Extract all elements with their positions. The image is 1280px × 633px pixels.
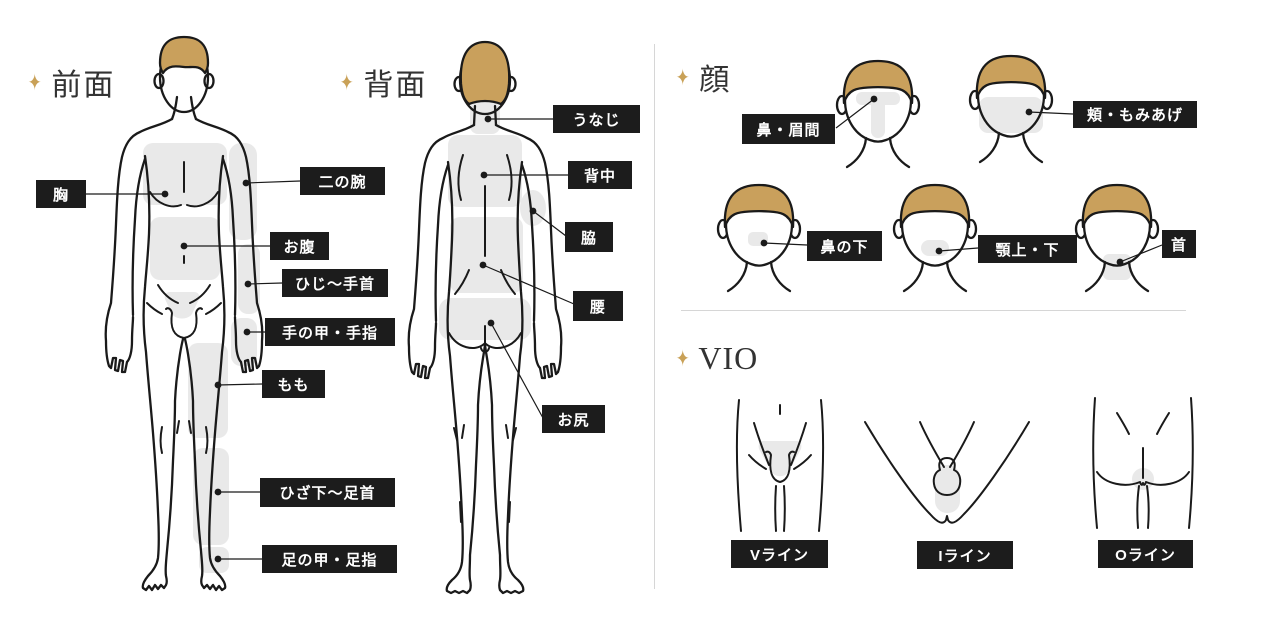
section-title-face: ✦ 顔 [676,55,731,99]
back-hair [459,40,511,106]
zone-cheeks [979,97,1043,133]
face-head-under-nose [716,183,802,293]
front-body-figure [104,35,264,592]
face-head-neck [1074,183,1160,293]
section-title-back-text: 背面 [363,69,428,102]
zone-foot [199,547,229,573]
face-head-nose-glabella [835,59,921,169]
zone-buttocks [439,298,531,340]
label-elbow-to-wrist: ひじ〜手首 [282,269,388,297]
label-thigh: もも [262,370,325,398]
label-cheek-sideburns: 頬・もみあげ [1073,101,1197,128]
section-title-back: ✦ 背面 [340,60,427,104]
section-title-face-text: 顔 [699,64,732,97]
label-below-knee-to-ankle: ひざ下〜足首 [260,478,395,507]
zone-upper-arm [229,143,257,240]
face-head-chin [892,183,978,293]
label-v-line: Vライン [731,540,828,568]
label-top-of-foot-toes: 足の甲・足指 [262,545,397,573]
section-title-front-text: 前面 [51,69,116,102]
label-chest: 胸 [36,180,86,208]
zone-lower-back [450,217,523,293]
label-buttocks: お尻 [542,405,605,433]
section-title-front: ✦ 前面 [28,60,115,104]
label-upper-back: 背中 [568,161,632,189]
sparkle-icon: ✦ [340,68,356,96]
connector-lines [86,95,1163,563]
zone-nose [871,94,885,138]
vio-v-figure [735,399,825,532]
zone-upper-back [448,135,522,207]
label-i-line: Iライン [917,541,1013,569]
zone-thigh [188,343,228,438]
label-upper-arm: 二の腕 [300,167,385,195]
sparkle-icon: ✦ [676,345,691,372]
vio-i-figure [864,421,1030,524]
zone-v-line [758,441,802,477]
zone-neck [1103,254,1131,280]
sparkle-icon: ✦ [676,63,692,91]
label-lower-back: 腰 [573,291,623,321]
zone-chin [921,240,949,256]
label-armpit: 脇 [565,222,613,252]
sparkle-icon: ✦ [28,68,44,96]
front-genital-outline [165,307,203,339]
front-hair [158,35,210,75]
label-chin-upper-lower: 顎上・下 [978,235,1077,263]
vio-o-figure [1092,397,1194,529]
label-under-nose: 鼻の下 [807,231,882,261]
label-nose-glabella: 鼻・眉間 [742,114,835,144]
zone-i-line [935,465,960,513]
zone-groin [164,292,200,319]
face-head-cheek-sideburns [968,54,1054,164]
back-body-figure [407,40,563,595]
label-nape: うなじ [553,105,640,133]
label-back-of-hand-fingers: 手の甲・手指 [265,318,395,346]
section-title-vio-text: VIO [698,340,759,376]
section-title-vio: ✦ VIO [676,340,758,377]
label-o-line: Oライン [1098,540,1193,568]
label-neck: 首 [1162,230,1196,258]
label-belly: お腹 [270,232,329,260]
